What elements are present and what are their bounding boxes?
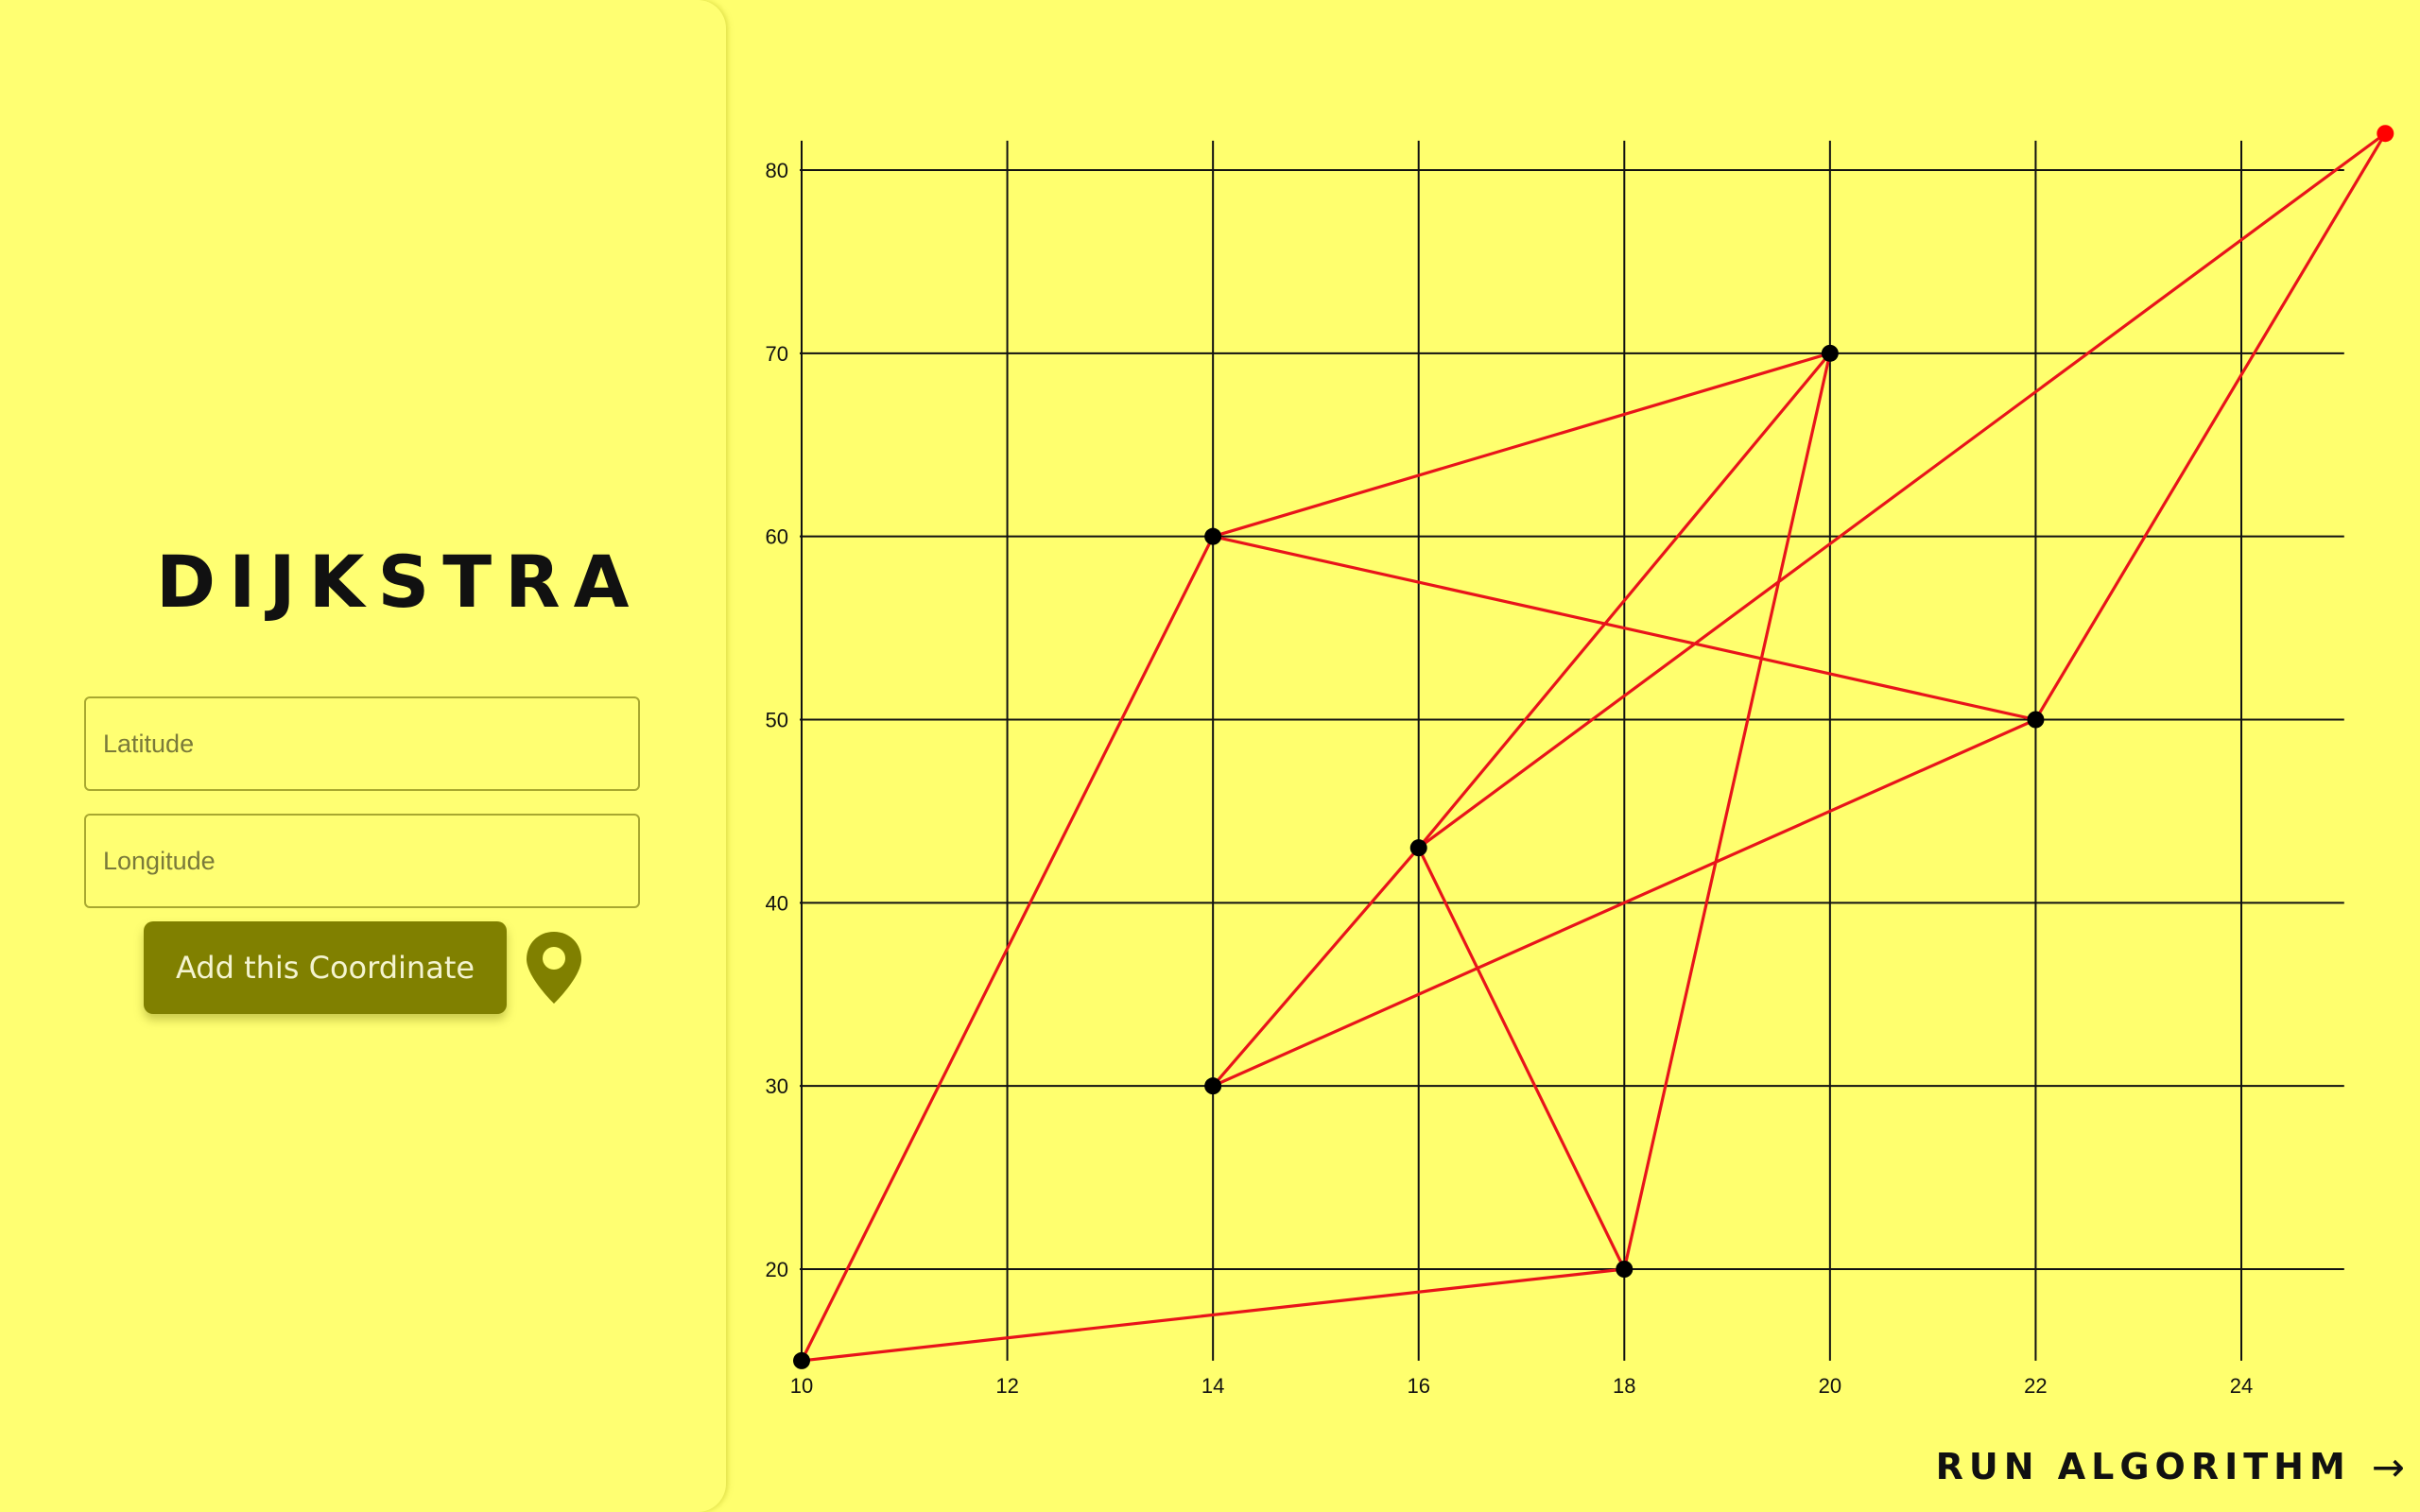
y-tick-label: 50	[766, 709, 788, 732]
graph-node	[1409, 839, 1427, 857]
graph-edge	[1417, 352, 1832, 850]
arrow-right-icon: →	[2371, 1443, 2405, 1490]
latitude-input[interactable]	[84, 696, 640, 791]
x-tick-label: 16	[1407, 1374, 1429, 1398]
y-tick-label: 80	[766, 159, 788, 182]
control-panel: DIJKSTRA Add this Coordinate	[0, 0, 726, 1512]
x-tick-label: 18	[1613, 1374, 1635, 1398]
graph-edge	[1417, 847, 1626, 1270]
graph-node	[1204, 1077, 1222, 1095]
longitude-input[interactable]	[84, 814, 640, 908]
graph-node	[1204, 527, 1222, 545]
graph-plot[interactable]: 10 12 14 16 18 20 22 24 20 30 40 50 60 70 80	[726, 0, 2420, 1512]
map-pin-icon[interactable]	[524, 930, 584, 1005]
x-axis-ticks: 10 12 14 16 18 20 22 24	[790, 1374, 2253, 1398]
graph-edge	[801, 1267, 1625, 1363]
x-tick-label: 12	[995, 1374, 1018, 1398]
graph-edge	[1622, 352, 1832, 1270]
graph-node	[1616, 1261, 1634, 1278]
graph-edge	[1417, 131, 2387, 850]
x-tick-label: 24	[2230, 1374, 2253, 1398]
grid-lines	[800, 140, 2344, 1361]
y-tick-label: 40	[766, 891, 788, 915]
graph-node-highlight	[2377, 125, 2394, 143]
graph-nodes	[793, 125, 2394, 1369]
x-tick-label: 14	[1201, 1374, 1224, 1398]
graph-edge	[800, 535, 1215, 1362]
graph-edge	[1212, 535, 2036, 722]
graph-edge	[2034, 132, 2387, 721]
y-axis-ticks: 20 30 40 50 60 70 80	[766, 159, 788, 1281]
y-tick-label: 20	[766, 1258, 788, 1281]
graph-edge	[1212, 718, 2037, 1088]
x-tick-label: 20	[1819, 1374, 1841, 1398]
y-tick-label: 30	[766, 1074, 788, 1098]
app-logo: DIJKSTRA	[156, 540, 643, 624]
graph-edge	[1212, 352, 1831, 539]
graph-node	[2027, 711, 2045, 729]
y-tick-label: 60	[766, 525, 788, 549]
graph-edge	[1211, 847, 1420, 1088]
add-coordinate-button[interactable]: Add this Coordinate	[144, 921, 507, 1014]
graph-edges	[800, 131, 2387, 1363]
run-algorithm-button[interactable]: RUN ALGORITHM →	[1936, 1438, 2405, 1495]
y-tick-label: 70	[766, 342, 788, 366]
graph-node	[793, 1351, 810, 1369]
graph-node	[1821, 344, 1839, 362]
x-tick-label: 10	[790, 1374, 813, 1398]
run-algorithm-label: RUN ALGORITHM	[1935, 1446, 2351, 1487]
x-tick-label: 22	[2024, 1374, 2047, 1398]
